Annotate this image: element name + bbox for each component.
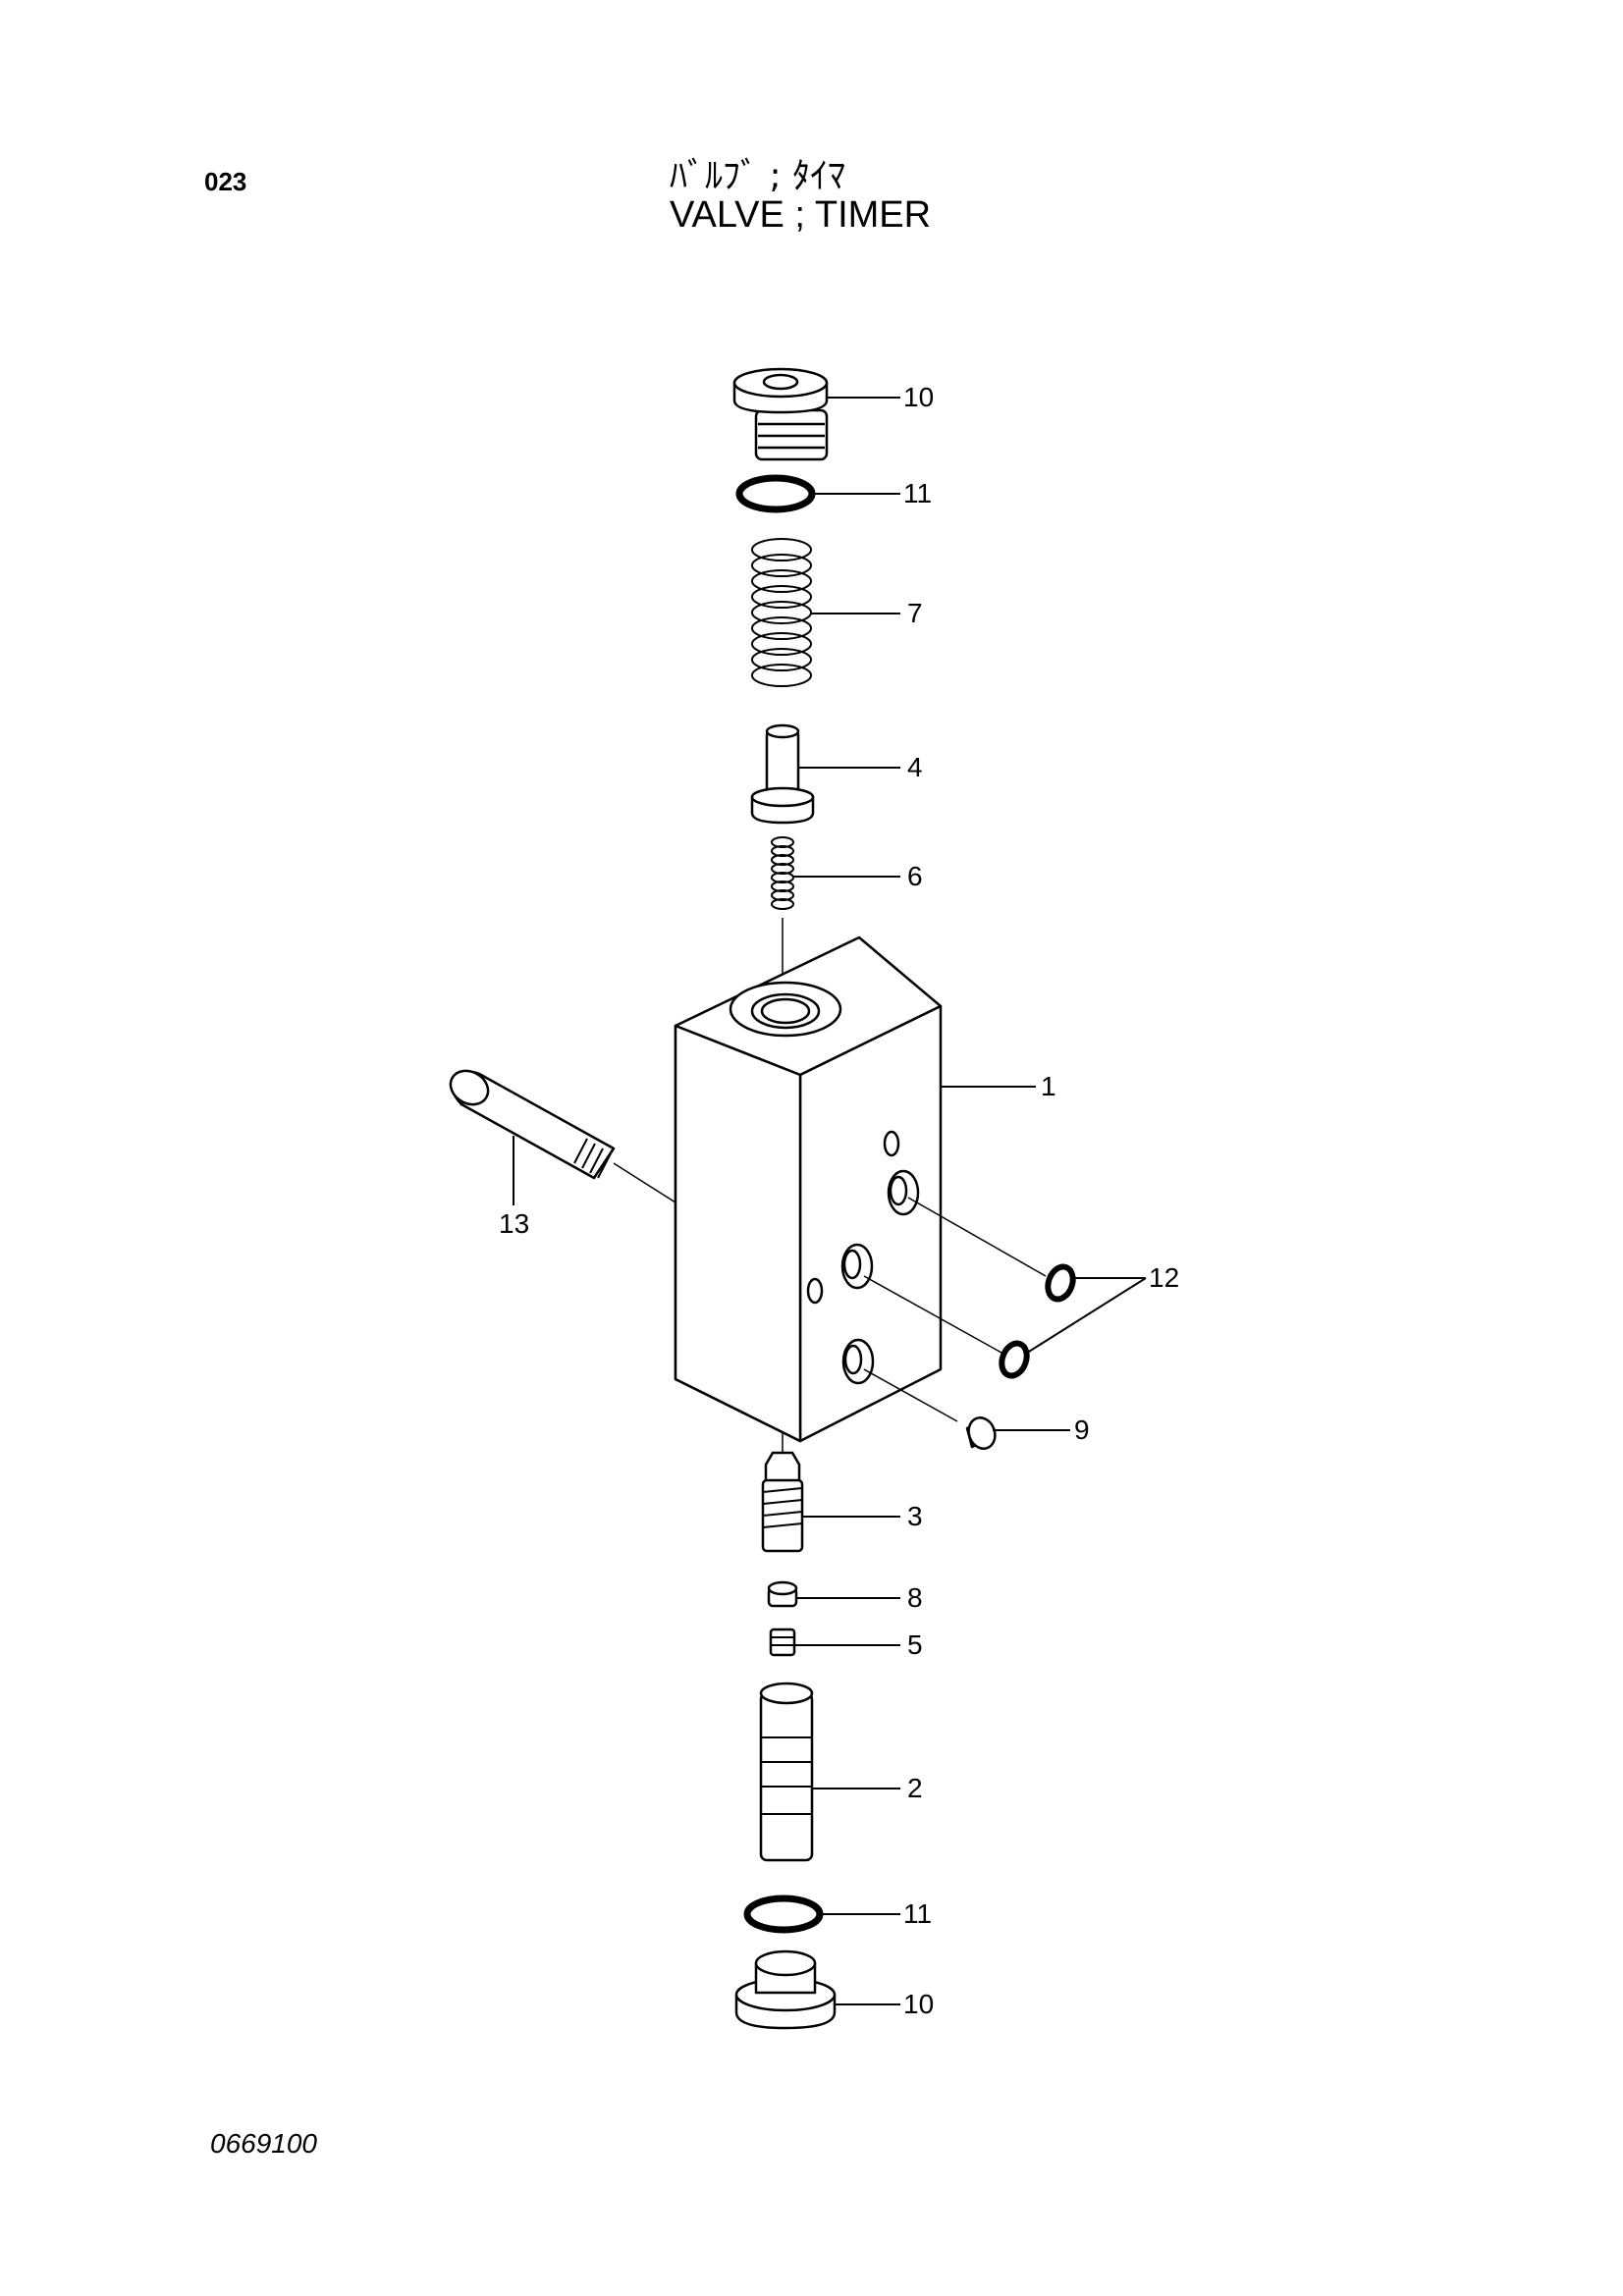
- spool-part: [759, 1682, 814, 1862]
- callout-spring-small: 6: [907, 861, 923, 891]
- plug-bottom-part: [734, 1949, 837, 2030]
- oring-bottom-part: [743, 1895, 824, 1934]
- oring-top-part: [735, 474, 816, 513]
- callout-orings-side: 12: [1149, 1262, 1179, 1293]
- callout-side-plug: 9: [1074, 1415, 1090, 1445]
- plug-top-part: [732, 367, 829, 461]
- callout-plug-top: 10: [903, 382, 934, 412]
- title-japanese: ﾊﾞﾙﾌﾞ ; ﾀｲﾏ: [670, 156, 846, 196]
- spring-small-part: [771, 836, 794, 910]
- callout-oring-top: 11: [903, 478, 932, 508]
- plug-threaded-part: [761, 1451, 804, 1553]
- valve-body-part: [674, 935, 943, 1443]
- spring-large-part: [751, 538, 812, 687]
- callout-spring-large: 7: [907, 598, 923, 628]
- callout-numbers: 10 11 7 4 6 1 13 12 9 3 8 5 2 11 10: [499, 382, 1179, 2019]
- callout-plug-threaded: 3: [907, 1501, 923, 1531]
- callout-oring-bottom: 11: [903, 1898, 932, 1929]
- callout-disc: 8: [907, 1582, 923, 1613]
- poppet-part: [750, 723, 815, 825]
- orings-side-part: [999, 1263, 1076, 1379]
- side-plug-part: [965, 1416, 997, 1450]
- set-screw-part: [769, 1628, 796, 1657]
- callout-plug-bottom: 10: [903, 1989, 934, 2019]
- port-guide-lines: [863, 1197, 1047, 1422]
- leader-lines: [513, 397, 1147, 2005]
- page-number: 023: [204, 167, 247, 196]
- bolt-part: [449, 1069, 676, 1203]
- callout-set-screw: 5: [907, 1629, 923, 1660]
- title-english: VALVE ; TIMER: [670, 194, 932, 236]
- callout-bolt: 13: [499, 1208, 529, 1239]
- drawing-code: 0669100: [210, 2128, 318, 2159]
- disc-part: [767, 1580, 798, 1608]
- callout-spool: 2: [907, 1773, 923, 1803]
- callout-poppet: 4: [907, 752, 923, 782]
- callout-body: 1: [1041, 1071, 1056, 1101]
